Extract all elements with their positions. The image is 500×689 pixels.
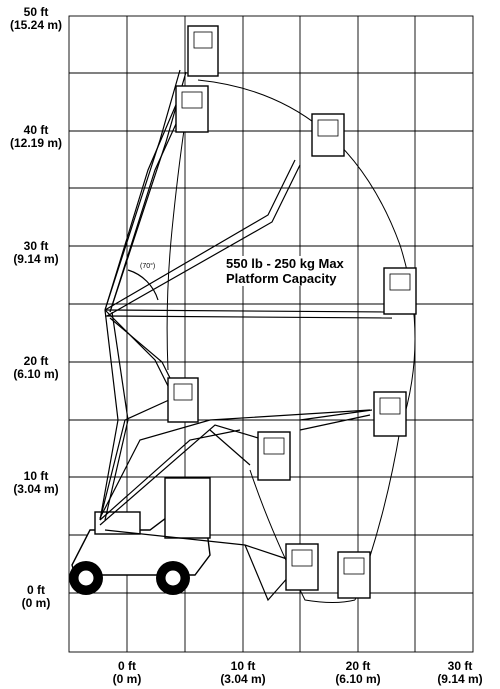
x-tick-30ft: 30 ft(9.14 m) xyxy=(437,659,483,686)
y-tick-0ft: 0 ft(0 m) xyxy=(21,583,51,610)
y-tick-30ft: 30 ft(9.14 m) xyxy=(13,239,59,266)
x-tick-0ft: 0 ft(0 m) xyxy=(112,659,142,686)
platform-rails xyxy=(173,31,411,575)
x-tick-10ft: 10 ft(3.04 m) xyxy=(220,659,266,686)
platform-upper xyxy=(175,85,209,133)
rear-wheel xyxy=(156,561,190,595)
platform-upper-right xyxy=(311,113,345,157)
y-tick-20ft: 20 ft(6.10 m) xyxy=(13,354,59,381)
x-tick-20ft: 20 ft(6.10 m) xyxy=(335,659,381,686)
platform-horizontal xyxy=(383,267,417,315)
platforms xyxy=(167,25,417,599)
platform-bottom-left xyxy=(285,543,319,591)
platform-low xyxy=(257,431,291,481)
boom-positions xyxy=(99,69,393,602)
y-tick-50ft: 50 ft(15.24 m) xyxy=(9,5,63,32)
machine-chassis xyxy=(71,477,211,576)
y-tick-40ft: 40 ft(12.19 m) xyxy=(9,123,63,150)
y-tick-10ft: 10 ft(3.04 m) xyxy=(13,469,59,496)
platform-bottom-right xyxy=(337,551,371,599)
front-wheel xyxy=(69,561,103,595)
jib-angle-label: (70°) xyxy=(140,262,155,270)
capacity-label: 550 lb - 250 kg Max Platform Capacity xyxy=(226,256,344,286)
platform-top xyxy=(187,25,219,77)
